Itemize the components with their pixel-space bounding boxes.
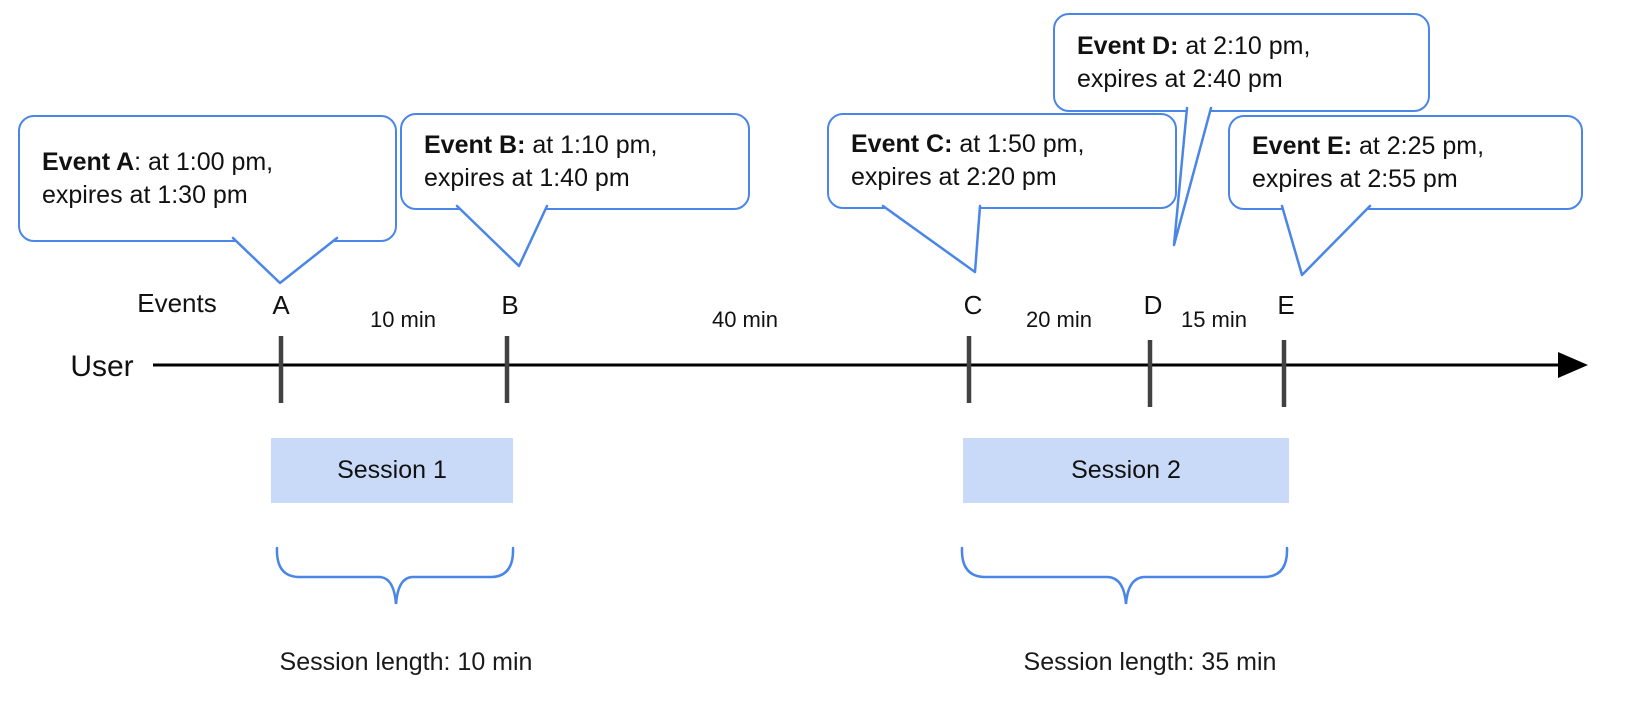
session-1-length-label: Session length: 10 min: [279, 648, 533, 676]
session-1-brace: [275, 546, 515, 605]
session-2-brace: [960, 546, 1289, 605]
bubble-e-tail: [1280, 204, 1372, 277]
interval-label-d-e: 15 min: [1180, 307, 1248, 332]
tick-label-d: D: [1143, 290, 1163, 320]
interval-label-b-c: 40 min: [711, 307, 779, 332]
bubble-c-line1: Event C: at 1:50 pm,: [851, 128, 1165, 161]
bubble-a-time: : at 1:00 pm,: [134, 147, 274, 176]
bubble-d-title: Event D:: [1077, 31, 1179, 60]
speech-bubble-event-a: Event A: at 1:00 pm, expires at 1:30 pm: [18, 115, 397, 242]
events-axis-label: Events: [137, 288, 217, 318]
bubble-d-expiry: expires at 2:40 pm: [1077, 64, 1283, 93]
bubble-a-tail: [231, 236, 339, 285]
bubble-b-tail: [455, 204, 549, 268]
session-2-box: Session 2: [963, 438, 1289, 503]
speech-bubble-event-d: Event D: at 2:10 pm, expires at 2:40 pm: [1053, 13, 1430, 112]
bubble-c-time: at 1:50 pm,: [952, 130, 1085, 158]
timeline-arrowhead-icon: [1558, 352, 1588, 378]
tick-label-c: C: [963, 290, 983, 320]
session-2-label: Session 2: [1071, 456, 1181, 484]
interval-label-a-b: 10 min: [369, 307, 437, 332]
bubble-e-expiry: expires at 2:55 pm: [1252, 164, 1458, 193]
bubble-e-time: at 2:25 pm,: [1352, 131, 1485, 160]
bubble-a-line1: Event A: at 1:00 pm,: [42, 146, 385, 179]
bubble-d-time: at 2:10 pm,: [1178, 31, 1311, 60]
session-2-length-label: Session length: 35 min: [1023, 648, 1277, 676]
speech-bubble-event-c: Event C: at 1:50 pm, expires at 2:20 pm: [827, 113, 1177, 209]
bubble-a-expiry: expires at 1:30 pm: [42, 180, 248, 209]
bubble-b-line1: Event B: at 1:10 pm,: [424, 129, 738, 162]
bubble-d-line1: Event D: at 2:10 pm,: [1077, 30, 1418, 63]
bubble-e-title: Event E:: [1252, 131, 1353, 160]
tick-label-e: E: [1277, 290, 1295, 320]
bubble-c-expiry: expires at 2:20 pm: [851, 163, 1057, 191]
bubble-b-time: at 1:10 pm,: [525, 130, 658, 159]
bubble-e-line1: Event E: at 2:25 pm,: [1252, 130, 1571, 163]
speech-bubble-event-e: Event E: at 2:25 pm, expires at 2:55 pm: [1228, 115, 1583, 210]
bubble-c-tail: [881, 204, 982, 274]
speech-bubble-event-b: Event B: at 1:10 pm, expires at 1:40 pm: [400, 113, 750, 210]
bubble-a-title: Event A: [42, 147, 135, 176]
session-1-box: Session 1: [271, 438, 513, 503]
session-1-label: Session 1: [337, 456, 447, 484]
interval-label-c-d: 20 min: [1025, 307, 1093, 332]
tick-label-b: B: [501, 290, 519, 320]
bubble-b-title: Event B:: [424, 130, 526, 159]
tick-label-a: A: [272, 290, 290, 320]
bubble-c-title: Event C:: [851, 130, 953, 158]
bubble-b-expiry: expires at 1:40 pm: [424, 163, 630, 192]
user-axis-label: User: [70, 350, 134, 383]
bubble-d-tail: [1172, 106, 1213, 247]
